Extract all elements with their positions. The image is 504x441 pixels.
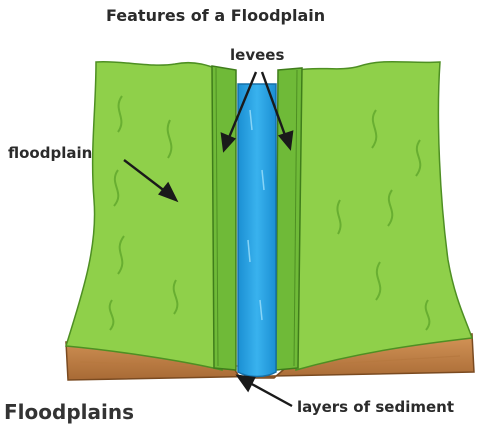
sediment-arrow <box>248 382 292 406</box>
floodplain-label: floodplain <box>8 144 92 162</box>
left-levee <box>212 66 236 370</box>
sediment-label: layers of sediment <box>297 398 454 416</box>
left-floodplain <box>66 62 222 370</box>
river <box>238 84 276 377</box>
right-levee <box>276 68 302 370</box>
levees-label: levees <box>230 46 284 64</box>
caption: Floodplains <box>4 400 134 424</box>
right-floodplain <box>296 62 472 370</box>
diagram-title: Features of a Floodplain <box>106 6 325 25</box>
